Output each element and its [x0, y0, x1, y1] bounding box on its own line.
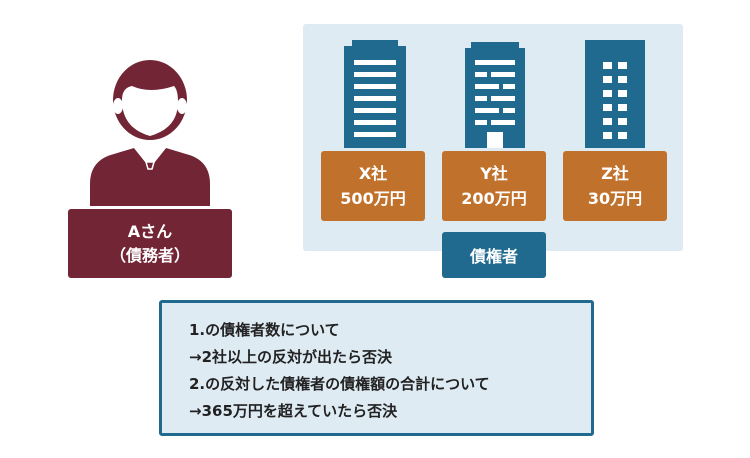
building-icon: [585, 40, 645, 148]
debtor-name: Aさん: [127, 221, 173, 241]
building-icon: [465, 42, 525, 148]
rule-line: 2.の反対した債権者の債権額の合計について: [189, 375, 490, 393]
debtor-role: （債務者）: [109, 245, 190, 265]
company-label-z: Z社 30万円: [563, 151, 667, 221]
creditor-badge: 債権者: [442, 232, 546, 278]
rule-line: →365万円を超えていたら否決: [189, 402, 398, 420]
company-amount: 500万円: [340, 189, 406, 208]
company-amount: 200万円: [461, 189, 527, 208]
company-name: Z社: [601, 164, 629, 183]
debtor-label: Aさん （債務者）: [68, 209, 232, 278]
company-label-y: Y社 200万円: [442, 151, 546, 221]
company-label-x: X社 500万円: [321, 151, 425, 221]
company-name: Y社: [480, 164, 508, 183]
company-name: X社: [358, 164, 388, 183]
rule-line: 1.の債権者数について: [189, 321, 340, 339]
rule-line: →2社以上の反対が出たら否決: [189, 348, 393, 366]
businessman-icon: [90, 60, 210, 206]
building-icon: [344, 40, 406, 148]
rules-box: 1.の債権者数について →2社以上の反対が出たら否決 2.の反対した債権者の債権…: [159, 300, 594, 436]
company-amount: 30万円: [587, 189, 643, 208]
rules-list: 1.の債権者数について →2社以上の反対が出たら否決 2.の反対した債権者の債権…: [162, 303, 591, 425]
